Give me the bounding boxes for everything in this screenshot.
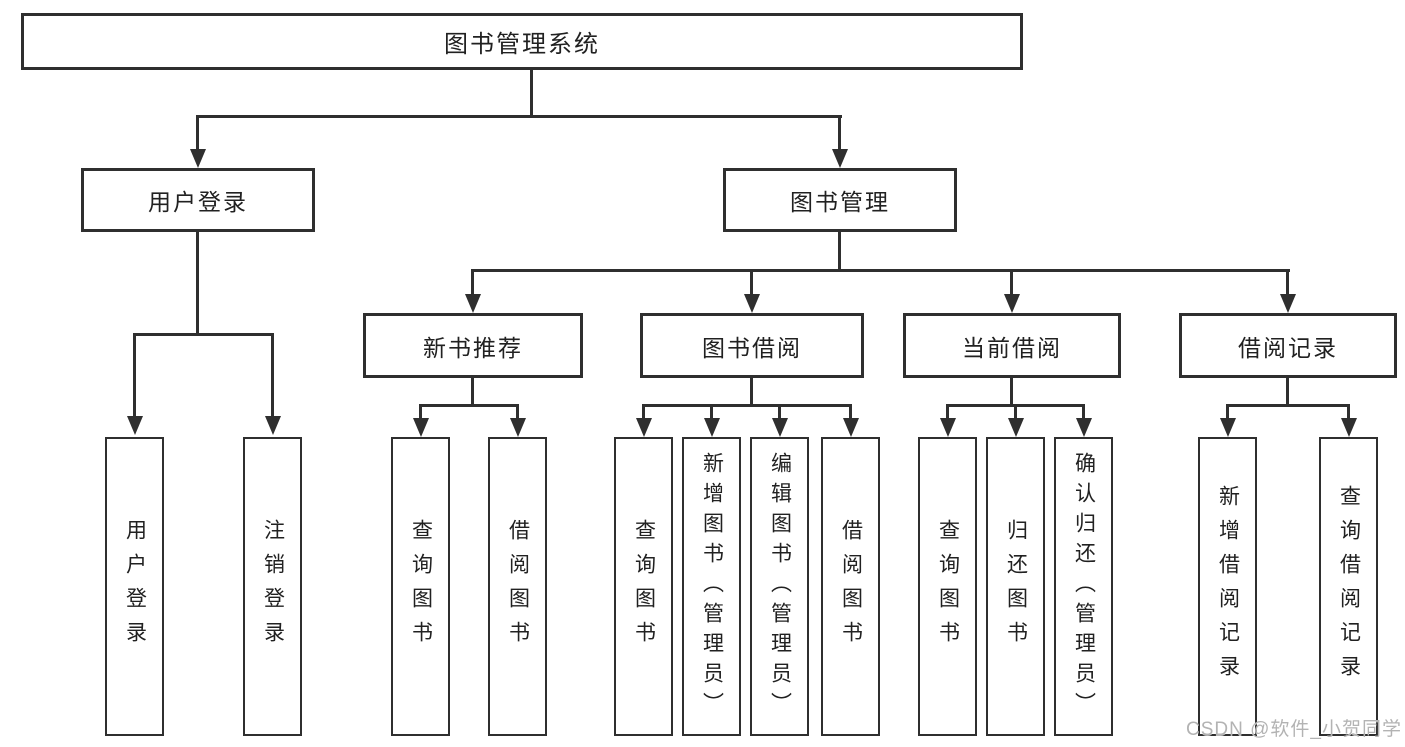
node-label: 编辑图书（管理员）	[768, 451, 792, 722]
node-add-borrow-record: 新增借阅记录	[1198, 437, 1257, 736]
connector-line	[1286, 378, 1289, 407]
node-label: 借阅记录	[1238, 334, 1338, 361]
arrowhead-down-icon	[127, 416, 143, 435]
connector-line	[1010, 378, 1013, 407]
node-query-books-current: 查询图书	[918, 437, 977, 736]
connector-line	[1347, 404, 1350, 420]
connector-line	[530, 70, 533, 118]
arrowhead-down-icon	[704, 418, 720, 437]
node-edit-book-admin: 编辑图书（管理员）	[750, 437, 809, 736]
node-logout-action: 注销登录	[243, 437, 302, 736]
connector-line	[1226, 404, 1229, 420]
connector-line	[419, 404, 422, 420]
node-label: 归还图书	[1004, 518, 1028, 655]
connector-line	[710, 404, 713, 420]
connector-line	[642, 404, 645, 420]
connector-line	[838, 232, 841, 272]
node-label: 图书管理	[790, 189, 890, 215]
arrowhead-down-icon	[465, 294, 481, 313]
node-label: 查询图书	[632, 518, 656, 655]
node-query-books-recommend: 查询图书	[391, 437, 450, 736]
node-label: 新增图书（管理员）	[700, 451, 724, 722]
node-label: 图书管理系统	[444, 31, 600, 58]
node-borrow-books-borrowing: 借阅图书	[821, 437, 880, 736]
node-borrowing-records: 借阅记录	[1179, 313, 1397, 378]
arrowhead-down-icon	[636, 418, 652, 437]
arrowhead-down-icon	[1220, 418, 1236, 437]
node-add-book-admin: 新增图书（管理员）	[682, 437, 741, 736]
node-label: 新书推荐	[423, 334, 523, 361]
arrowhead-down-icon	[1076, 418, 1092, 437]
node-label: 当前借阅	[962, 334, 1062, 361]
node-user-login: 用户登录	[81, 168, 315, 232]
connector-line	[271, 333, 274, 418]
connector-line	[133, 333, 136, 418]
connector-line	[750, 378, 753, 407]
arrowhead-down-icon	[413, 418, 429, 437]
arrowhead-down-icon	[832, 149, 848, 168]
arrowhead-down-icon	[510, 418, 526, 437]
connector-line	[196, 115, 842, 118]
connector-line	[778, 404, 781, 420]
connector-line	[946, 404, 949, 420]
node-label: 查询借阅记录	[1337, 484, 1361, 689]
node-borrow-books-recommend: 借阅图书	[488, 437, 547, 736]
watermark: CSDN @软件_小贺同学	[1186, 719, 1402, 740]
connector-line	[1082, 404, 1085, 420]
node-query-borrow-record: 查询借阅记录	[1319, 437, 1378, 736]
node-label: 查询图书	[409, 518, 433, 655]
node-label: 查询图书	[936, 518, 960, 655]
node-current-borrowing: 当前借阅	[903, 313, 1121, 378]
arrowhead-down-icon	[1341, 418, 1357, 437]
arrowhead-down-icon	[190, 149, 206, 168]
node-user-login-action: 用户登录	[105, 437, 164, 736]
node-new-book-recommendation: 新书推荐	[363, 313, 583, 378]
arrowhead-down-icon	[1004, 294, 1020, 313]
arrowhead-down-icon	[265, 416, 281, 435]
node-library-management-system: 图书管理系统	[21, 13, 1023, 70]
node-query-books-borrowing: 查询图书	[614, 437, 673, 736]
arrowhead-down-icon	[744, 294, 760, 313]
node-label: 用户登录	[123, 518, 147, 655]
arrowhead-down-icon	[772, 418, 788, 437]
node-label: 借阅图书	[839, 518, 863, 655]
connector-line	[849, 404, 852, 420]
arrowhead-down-icon	[940, 418, 956, 437]
arrowhead-down-icon	[843, 418, 859, 437]
connector-line	[133, 333, 274, 336]
node-label: 图书借阅	[702, 334, 802, 361]
connector-line	[471, 269, 1290, 272]
node-book-management: 图书管理	[723, 168, 957, 232]
connector-line	[196, 115, 199, 152]
node-return-books: 归还图书	[986, 437, 1045, 736]
connector-line	[838, 115, 841, 152]
connector-line	[642, 404, 851, 407]
connector-line	[1286, 269, 1289, 297]
node-confirm-return-admin: 确认归还（管理员）	[1054, 437, 1113, 736]
node-book-borrowing: 图书借阅	[640, 313, 864, 378]
connector-line	[471, 269, 474, 297]
connector-line	[471, 378, 474, 407]
connector-line	[1226, 404, 1349, 407]
node-label: 注销登录	[261, 518, 285, 655]
connector-line	[1014, 404, 1017, 420]
connector-line	[196, 232, 199, 336]
connector-line	[419, 404, 519, 407]
node-label: 用户登录	[148, 189, 248, 215]
connector-line	[750, 269, 753, 297]
node-label: 新增借阅记录	[1216, 484, 1240, 689]
arrowhead-down-icon	[1280, 294, 1296, 313]
connector-line	[1010, 269, 1013, 297]
arrowhead-down-icon	[1008, 418, 1024, 437]
node-label: 借阅图书	[506, 518, 530, 655]
connector-line	[516, 404, 519, 420]
node-label: 确认归还（管理员）	[1072, 451, 1096, 722]
